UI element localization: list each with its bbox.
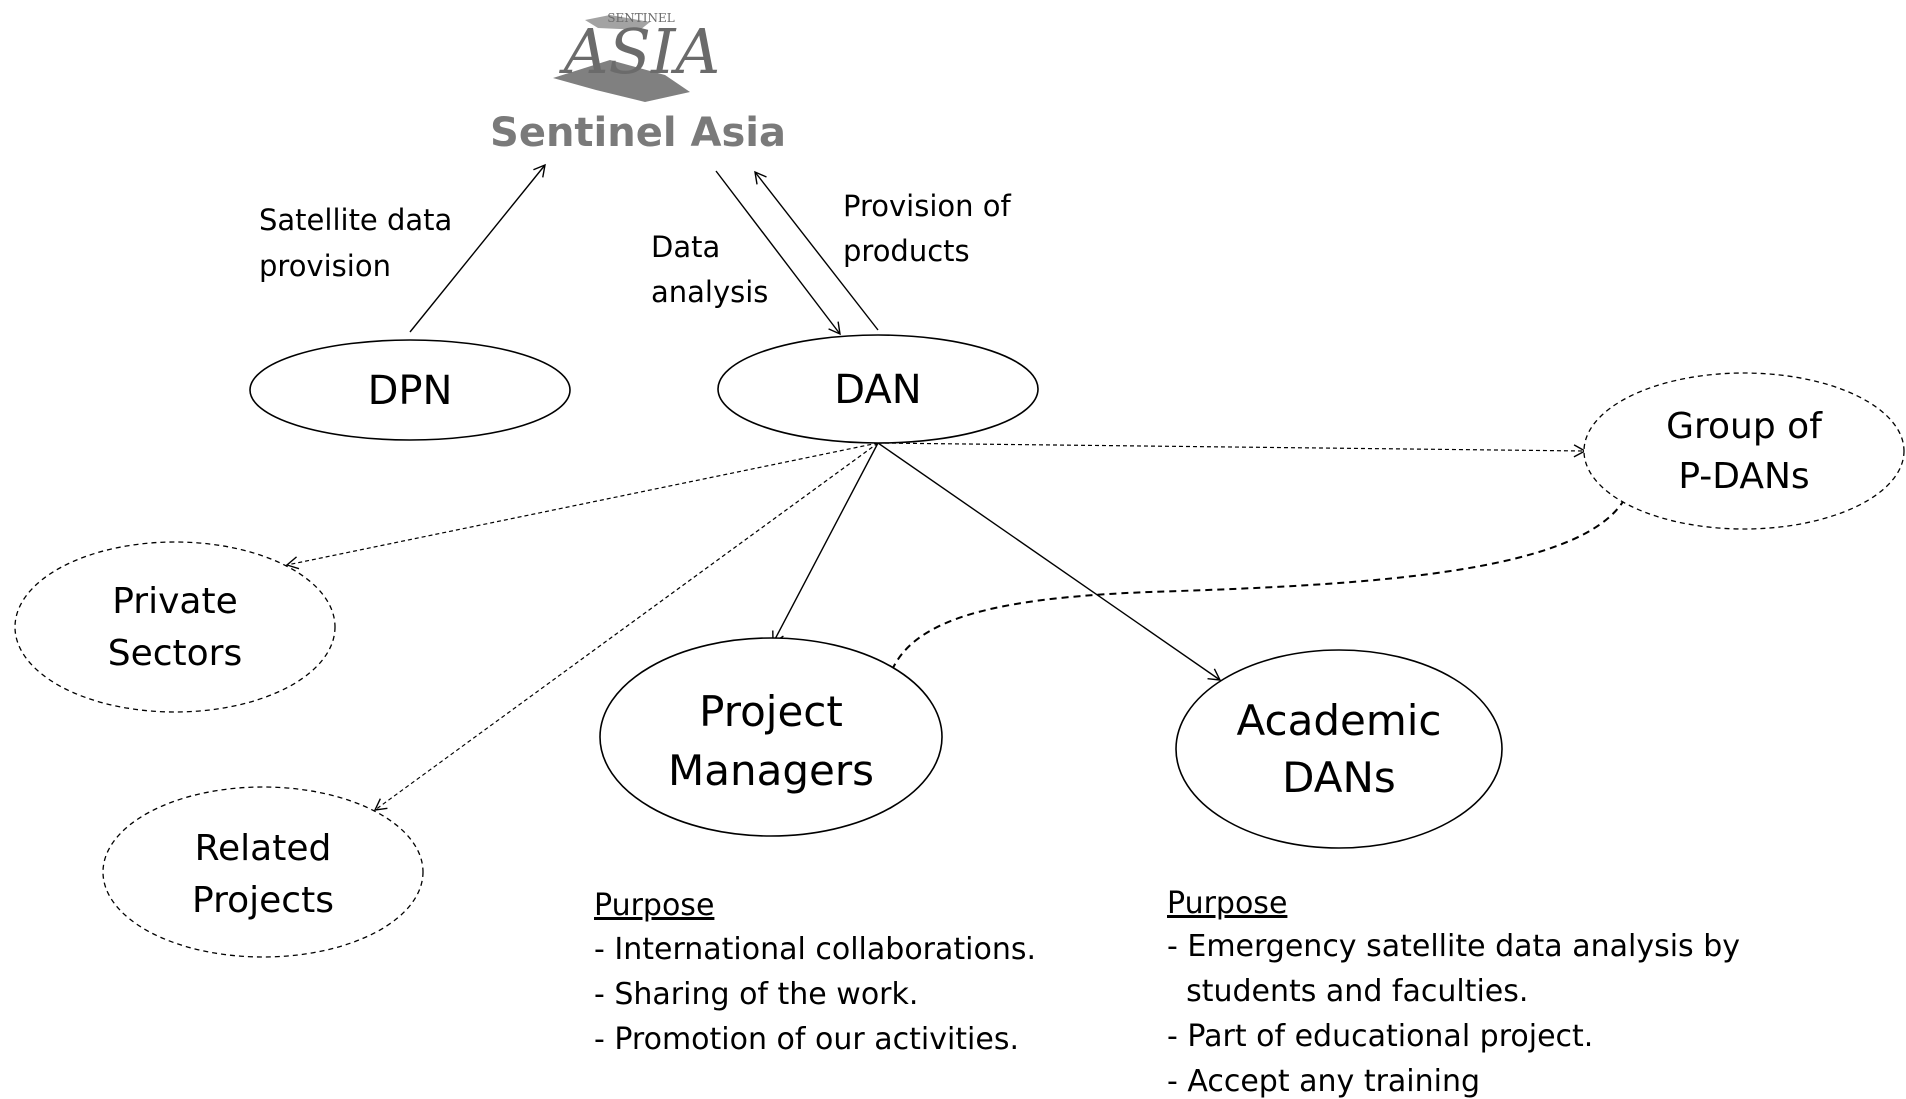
node-academic-dans-line-1: Academic: [1237, 696, 1442, 745]
academic-dans-purpose-line-2: students and faculties.: [1167, 974, 1528, 1009]
project-managers-purpose-item-2: - Sharing of the work.: [594, 977, 918, 1012]
node-dpn-label: DPN: [368, 368, 453, 414]
logo-name: Sentinel Asia: [490, 110, 786, 156]
project-managers-purpose: Purpose - International collaborations. …: [594, 888, 1036, 1057]
edge-dpn-to-sentinel-asia: [409, 163, 546, 333]
node-private-sectors-line-2: Sectors: [108, 633, 243, 674]
logo-mark-text: ASIA: [559, 15, 721, 88]
node-dan-label: DAN: [834, 367, 921, 413]
edge-label-satellite-data-provision-line-1: Satellite data: [259, 203, 452, 237]
node-project-managers-line-1: Project: [699, 687, 843, 736]
node-dan: DAN: [717, 334, 1039, 444]
academic-dans-purpose: Purpose - Emergency satellite data analy…: [1167, 886, 1740, 1099]
logo-top-text: SENTINEL: [607, 11, 674, 25]
edge-label-data-analysis: Data analysis: [651, 230, 768, 309]
academic-dans-purpose-line-3: - Part of educational project.: [1167, 1019, 1593, 1054]
academic-dans-purpose-line-4: - Accept any training: [1167, 1064, 1480, 1099]
edge-label-satellite-data-provision: Satellite data provision: [259, 203, 452, 283]
edge-label-data-analysis-line-2: analysis: [651, 275, 768, 309]
edge-dan-to-project-managers: [772, 442, 879, 645]
edge-label-data-analysis-line-1: Data: [651, 230, 720, 264]
edge-label-provision-of-products-line-2: products: [843, 234, 970, 268]
node-group-pdans-line-1: Group of: [1666, 406, 1823, 447]
edge-dan-to-academic-dans: [877, 442, 1222, 681]
sentinel-asia-logo: ASIA SENTINEL Sentinel Asia: [490, 11, 786, 156]
logo-mark-icon: ASIA SENTINEL: [553, 11, 720, 102]
node-related-projects-line-1: Related: [195, 828, 332, 869]
edge-dan-to-group-pdans: [877, 442, 1587, 458]
node-project-managers-line-2: Managers: [668, 746, 874, 795]
node-project-managers: Project Managers: [599, 637, 943, 837]
node-private-sectors-line-1: Private: [112, 581, 238, 622]
edge-sentinel-asia-to-dan: [715, 170, 841, 336]
node-private-sectors: Private Sectors: [14, 541, 336, 713]
project-managers-purpose-item-1: - International collaborations.: [594, 932, 1036, 967]
edge-project-managers-group-pdans: [891, 474, 1633, 671]
edge-dan-to-related-projects: [373, 442, 879, 811]
node-group-pdans: Group of P-DANs: [1583, 372, 1905, 530]
node-related-projects: Related Projects: [102, 786, 424, 958]
node-related-projects-line-2: Projects: [192, 880, 334, 921]
node-academic-dans-line-2: DANs: [1282, 753, 1396, 802]
edge-dan-to-sentinel-asia: [754, 170, 879, 331]
edge-label-provision-of-products: Provision of products: [843, 189, 1011, 268]
edge-label-satellite-data-provision-line-2: provision: [259, 249, 391, 283]
node-group-pdans-line-2: P-DANs: [1678, 456, 1809, 497]
node-academic-dans: Academic DANs: [1175, 649, 1503, 849]
project-managers-purpose-item-3: - Promotion of our activities.: [594, 1022, 1019, 1057]
academic-dans-purpose-heading: Purpose: [1167, 886, 1287, 921]
edge-label-provision-of-products-line-1: Provision of: [843, 189, 1011, 223]
project-managers-purpose-heading: Purpose: [594, 888, 714, 923]
academic-dans-purpose-line-1: - Emergency satellite data analysis by: [1167, 929, 1740, 964]
node-dpn: DPN: [249, 339, 571, 441]
edge-dan-to-private-sectors: [285, 442, 879, 570]
